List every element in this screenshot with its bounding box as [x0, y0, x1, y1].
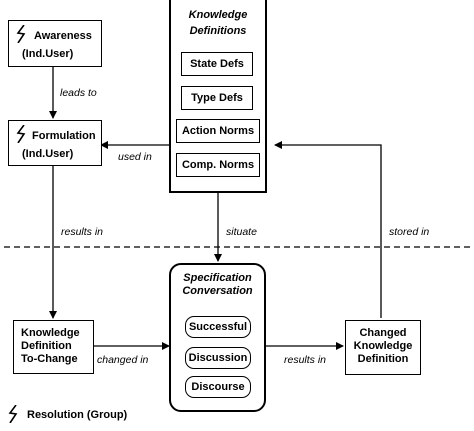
edge-label-results-in-left: results in [61, 226, 104, 238]
changed-kd-line3: Definition [357, 353, 409, 365]
spec-title-line2: Conversation [182, 285, 253, 297]
formulation-sub: (Ind.User) [22, 148, 73, 161]
kd-title-line2: Definitions [189, 25, 247, 37]
edge-label-leads-to: leads to [60, 87, 97, 99]
knowledge-definitions-title: Knowledge Definitions [169, 9, 267, 38]
edge-label-situate: situate [226, 226, 257, 238]
state-defs-chip: State Defs [181, 52, 253, 76]
action-norms-chip: Action Norms [176, 119, 260, 143]
formulation-label: Formulation [32, 130, 96, 143]
changed-kd-line1: Changed [359, 327, 407, 339]
comp-norms-chip: Comp. Norms [176, 153, 260, 177]
lightning-icon [16, 25, 27, 43]
discourse-label: Discourse [191, 381, 245, 393]
type-defs-label: Type Defs [191, 92, 243, 104]
successful-pill: Successful [185, 316, 251, 338]
changed-kd-label: Changed Knowledge Definition [345, 327, 421, 366]
spec-title-line1: Specification [183, 272, 252, 284]
changed-kd-node [345, 320, 421, 375]
formulation-line1: Formulation [32, 130, 96, 142]
awareness-line2: (Ind.User) [22, 48, 74, 60]
changed-kd-line2: Knowledge [353, 340, 413, 352]
kd-to-change-line2: Definition [21, 340, 72, 352]
awareness-line1: Awareness [34, 30, 92, 42]
edge-label-used-in: used in [118, 151, 152, 163]
legend-resolution-label: Resolution (Group) [27, 409, 128, 421]
formulation-line2: (Ind.User) [22, 148, 74, 160]
formulation-node [8, 120, 102, 166]
spec-conversation-title: Specification Conversation [169, 272, 266, 298]
awareness-sub: (Ind.User) [22, 48, 73, 61]
awareness-node [8, 20, 102, 67]
awareness-label: Awareness [34, 30, 92, 43]
comp-norms-label: Comp. Norms [181, 159, 255, 171]
arrow-changed-kd-to-kd [274, 141, 382, 318]
state-defs-label: State Defs [190, 58, 244, 70]
edge-label-changed-in: changed in [97, 354, 149, 366]
lightning-icon [8, 405, 19, 423]
edge-label-stored-in: stored in [389, 226, 430, 238]
kd-title-line1: Knowledge [188, 9, 248, 21]
kd-to-change-line3: To-Change [21, 353, 78, 365]
kd-to-change-node [13, 320, 94, 374]
discussion-label: Discussion [188, 352, 248, 364]
action-norms-label: Action Norms [181, 125, 255, 137]
type-defs-chip: Type Defs [181, 86, 253, 110]
kd-to-change-label: Knowledge Definition To-Change [21, 327, 80, 366]
lightning-icon [16, 125, 27, 143]
discussion-pill: Discussion [185, 347, 251, 369]
kd-to-change-line1: Knowledge [21, 327, 80, 339]
discourse-pill: Discourse [185, 376, 251, 398]
successful-label: Successful [188, 321, 248, 333]
edge-label-results-in-right: results in [284, 354, 327, 366]
